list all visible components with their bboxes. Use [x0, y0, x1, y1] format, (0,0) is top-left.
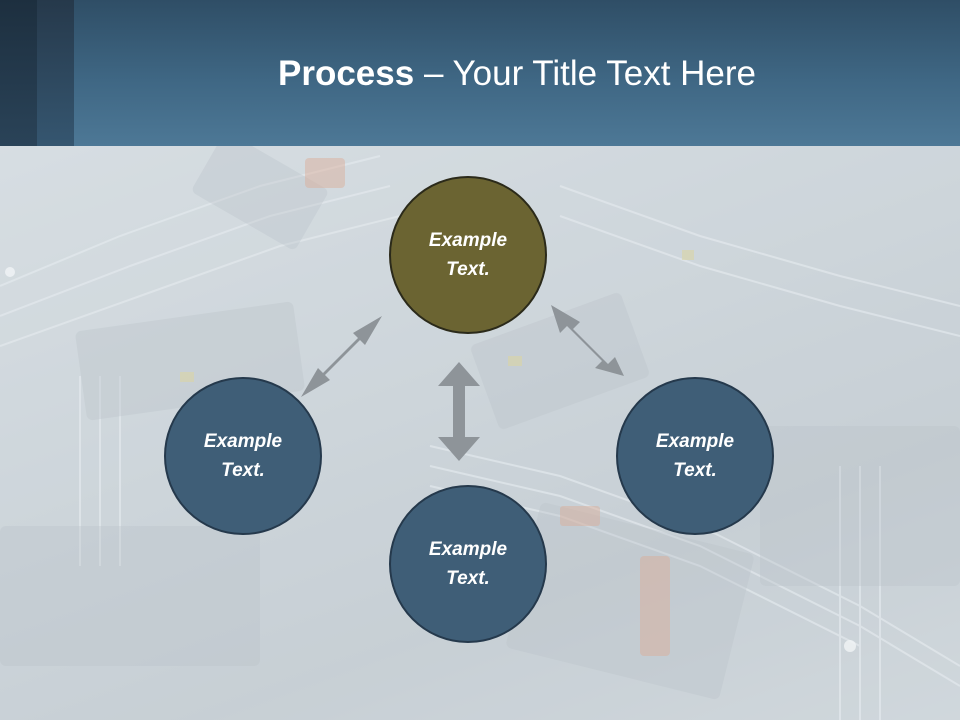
node-left-label: Example Text.	[203, 431, 283, 481]
title-bold: Process	[278, 54, 415, 93]
process-node-top: Example Text.	[389, 176, 547, 334]
process-node-left: Example Text.	[164, 377, 322, 535]
title-rest: – Your Title Text Here	[414, 54, 756, 93]
node-bottom-label: Example Text.	[428, 539, 508, 589]
node-right-label: Example Text.	[655, 431, 735, 481]
circuit-pattern	[0, 146, 960, 720]
slide-title: Process – Your Title Text Here	[74, 50, 960, 98]
process-node-right: Example Text.	[616, 377, 774, 535]
header-band: Process – Your Title Text Here	[0, 0, 960, 146]
arrow-top-right	[551, 305, 624, 376]
arrow-top-left	[301, 316, 382, 397]
header-accent-dark	[0, 0, 37, 146]
node-top-label: Example Text.	[428, 230, 508, 280]
arrow-vertical	[438, 362, 480, 461]
header-accent-mid	[37, 0, 74, 146]
process-node-bottom: Example Text.	[389, 485, 547, 643]
